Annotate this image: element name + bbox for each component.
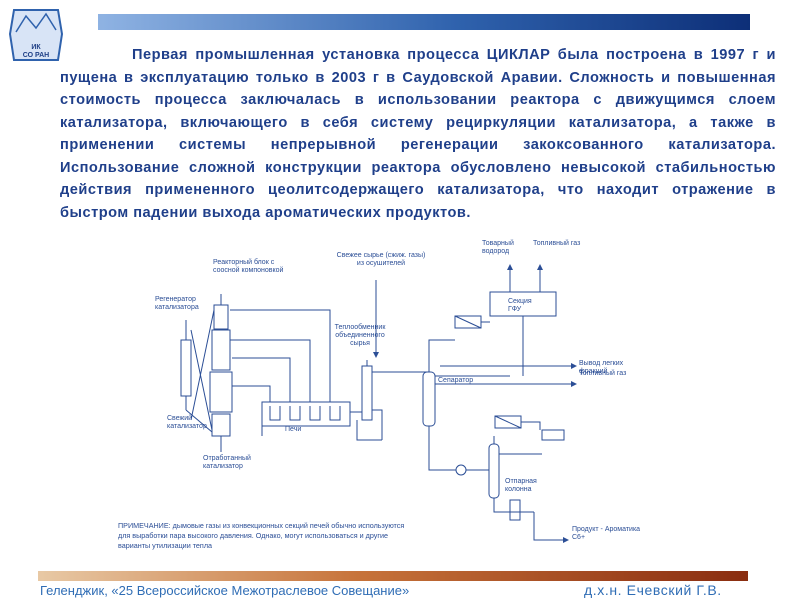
note-heading: ПРИМЕЧАНИЕ — [118, 521, 169, 530]
label-fresh-catalyst: Свежий катализатор — [167, 415, 207, 430]
logo-line1: ИК — [31, 44, 41, 51]
furnaces — [261, 401, 351, 427]
label-fuel-gas: Топливный газ — [533, 240, 581, 247]
reactor-1 — [213, 304, 229, 330]
label-heat-exchanger: Теплообменник объединенного сырья — [334, 324, 386, 347]
stripping-column — [488, 443, 500, 499]
reactor-4 — [211, 413, 231, 437]
main-paragraph: Первая промышленная установка процесса Ц… — [60, 47, 776, 221]
light-fractions-arrow — [571, 363, 577, 369]
fuel-gas-arrow — [537, 264, 543, 270]
separator-vessel — [422, 371, 436, 427]
label-light-fractions: Вывод легких фракций — [579, 360, 624, 375]
reactor-3 — [209, 371, 233, 413]
label-fuel-gas-out: Топливный газ — [579, 370, 627, 377]
label-product: Продукт - Ароматика C6+ — [572, 526, 641, 541]
pump-icon — [455, 464, 467, 476]
product-drum — [509, 499, 521, 521]
hydrogen-arrow — [507, 264, 513, 270]
label-furnaces: Печи — [285, 426, 302, 433]
footer-author: д.х.н. Ечевский Г.В. — [584, 582, 722, 598]
header-gradient-bar — [98, 14, 750, 30]
note-text: : дымовые газы из конвекционных секций п… — [118, 521, 405, 550]
footer-event: Геленджик, «25 Всероссийское Межотраслев… — [40, 583, 410, 598]
heat-exchanger — [361, 365, 373, 421]
diagram-note: ПРИМЕЧАНИЕ: дымовые газы из конвекционны… — [118, 521, 418, 550]
institute-logo: ИК СО РАН — [6, 4, 66, 66]
logo-line2: СО РАН — [22, 52, 50, 59]
label-fresh-feed: Свежее сырье (сжиж. газы) из осушителей — [336, 252, 426, 267]
product-arrow — [563, 537, 569, 543]
fuel-gas-out-arrow — [571, 381, 577, 387]
label-reactor-block: Реакторный блок с соосной компоновкой — [213, 259, 284, 274]
label-commercial-hydrogen: Товарный водород — [482, 240, 514, 255]
label-gfu-section: Секция ГФУ — [508, 298, 532, 313]
label-separator: Сепаратор — [438, 377, 474, 384]
label-spent-catalyst: Отработанный катализатор — [203, 455, 251, 470]
footer-gradient-bar — [38, 571, 748, 581]
reboiler — [541, 429, 565, 441]
label-stripping-column: Отпарная колонна — [505, 478, 537, 493]
reactor-2 — [211, 329, 231, 371]
feed-arrow — [373, 352, 379, 358]
regenerator-vessel — [180, 339, 192, 397]
label-regenerator: Регенератор катализатора — [155, 296, 199, 311]
